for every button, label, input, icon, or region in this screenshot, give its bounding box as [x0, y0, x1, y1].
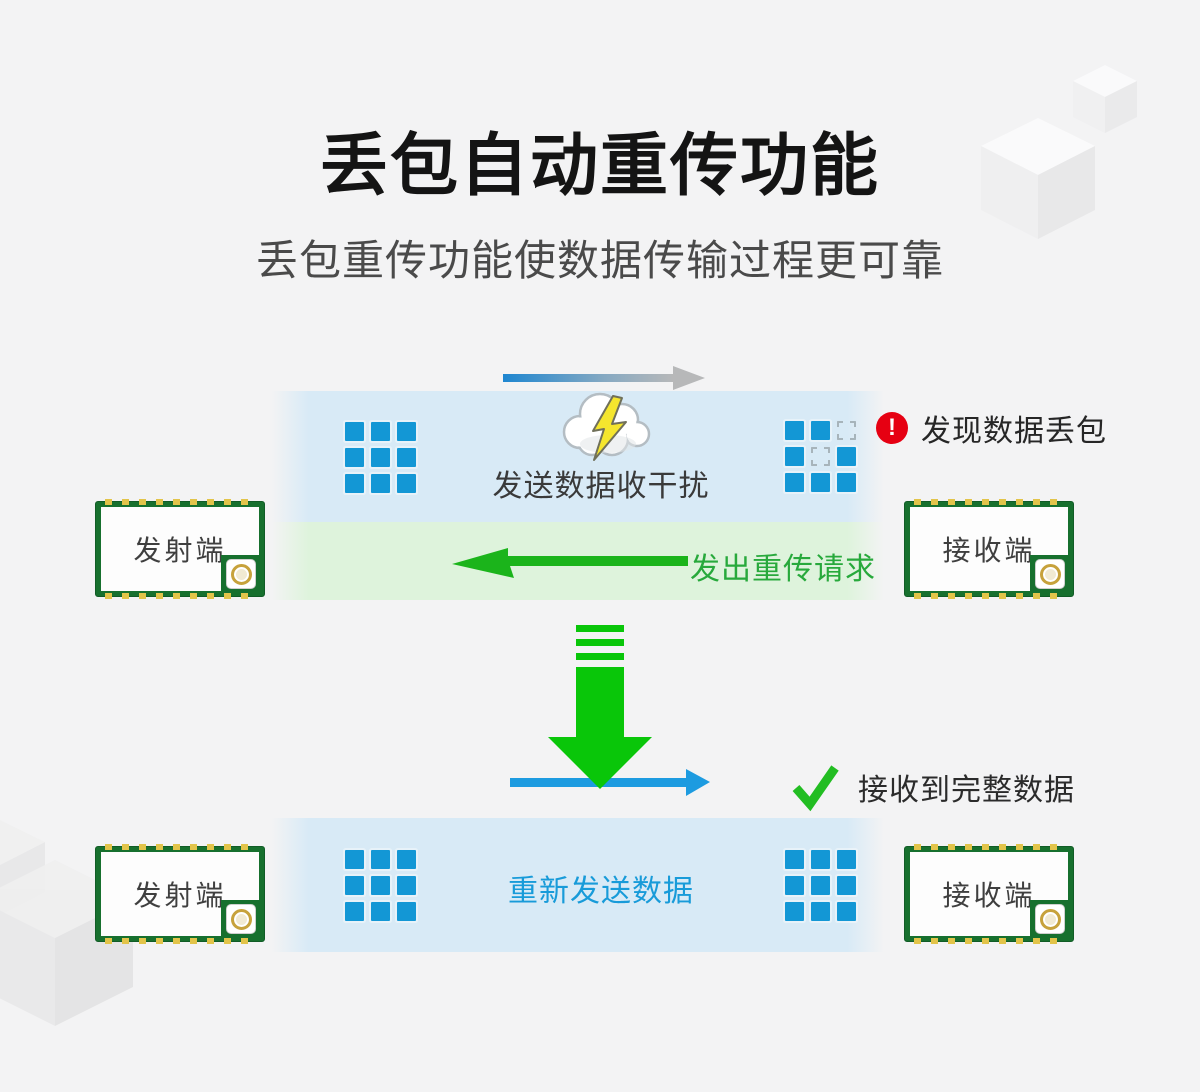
module-label: 接收端 — [942, 535, 1036, 566]
module-pins — [105, 499, 255, 505]
data-block — [785, 902, 804, 921]
received-label: 接收到完整数据 — [858, 774, 1075, 807]
data-block — [397, 448, 416, 467]
receiver-module-bottom: 接收端 — [904, 844, 1074, 944]
decor-cubes-bottom-left — [0, 820, 133, 1026]
data-block — [345, 902, 364, 921]
data-block — [811, 902, 830, 921]
data-block — [371, 474, 390, 493]
retry-label: 发出重传请求 — [690, 553, 876, 586]
data-block — [837, 876, 856, 895]
data-block — [785, 421, 804, 440]
data-block — [397, 422, 416, 441]
module-label: 发射端 — [133, 880, 227, 911]
module-pins — [105, 938, 255, 944]
data-block — [811, 473, 830, 492]
packet-loss-alert: ! 发现数据丢包 — [876, 406, 1107, 450]
data-block — [785, 850, 804, 869]
antenna-connector-icon — [1030, 900, 1070, 938]
data-grid-receiver-top — [785, 421, 856, 492]
data-block — [371, 422, 390, 441]
data-block — [371, 850, 390, 869]
page-title: 丢包自动重传功能 — [319, 128, 880, 204]
cube-large — [981, 118, 1095, 239]
data-block — [837, 473, 856, 492]
data-block — [371, 876, 390, 895]
data-block — [837, 447, 856, 466]
transmitter-module-bottom: 发射端 — [95, 844, 265, 944]
antenna-connector-icon — [221, 555, 261, 593]
data-block — [371, 448, 390, 467]
data-block — [397, 902, 416, 921]
data-block — [811, 421, 830, 440]
page-subtitle: 丢包重传功能使数据传输过程更可靠 — [255, 237, 944, 284]
data-block — [785, 447, 804, 466]
data-block — [837, 850, 856, 869]
module-pins — [914, 844, 1064, 850]
data-block — [811, 876, 830, 895]
data-block — [371, 902, 390, 921]
data-block — [785, 876, 804, 895]
decor-cubes-top-right — [981, 65, 1137, 239]
data-block — [345, 448, 364, 467]
cube-small — [1073, 65, 1137, 133]
transmitter-module-top: 发射端 — [95, 499, 265, 599]
data-block — [397, 474, 416, 493]
data-grid-transmitter-bottom — [345, 850, 416, 921]
data-block — [397, 876, 416, 895]
interference-cloud-icon — [562, 392, 651, 461]
interference-label: 发送数据收干扰 — [492, 470, 710, 503]
data-block — [345, 474, 364, 493]
retry-arrow — [452, 548, 688, 578]
send-arrow — [503, 366, 705, 390]
module-label: 发射端 — [133, 535, 227, 566]
received-status: 接收到完整数据 — [788, 760, 1075, 814]
data-block — [785, 473, 804, 492]
antenna-connector-icon — [1030, 555, 1070, 593]
data-block — [837, 902, 856, 921]
module-pins — [914, 938, 1064, 944]
lost-data-block — [837, 421, 856, 440]
module-pins — [105, 844, 255, 850]
module-pins — [914, 593, 1064, 599]
lightning-icon — [592, 395, 627, 461]
data-grid-receiver-bottom — [785, 850, 856, 921]
module-body: 发射端 — [101, 507, 259, 591]
module-pins — [105, 593, 255, 599]
alert-label: 发现数据丢包 — [921, 415, 1107, 448]
data-block — [345, 850, 364, 869]
check-icon — [792, 765, 839, 812]
data-block — [397, 850, 416, 869]
lost-data-block — [811, 447, 830, 466]
retransmit-down-arrow — [548, 625, 652, 789]
receiver-module-top: 接收端 — [904, 499, 1074, 599]
module-label: 接收端 — [942, 880, 1036, 911]
module-pins — [914, 499, 1064, 505]
resend-label: 重新发送数据 — [508, 875, 694, 908]
alert-icon: ! — [876, 412, 908, 444]
data-grid-transmitter-top — [345, 422, 416, 493]
data-block — [345, 876, 364, 895]
data-block — [345, 422, 364, 441]
antenna-connector-icon — [221, 900, 261, 938]
data-block — [811, 850, 830, 869]
